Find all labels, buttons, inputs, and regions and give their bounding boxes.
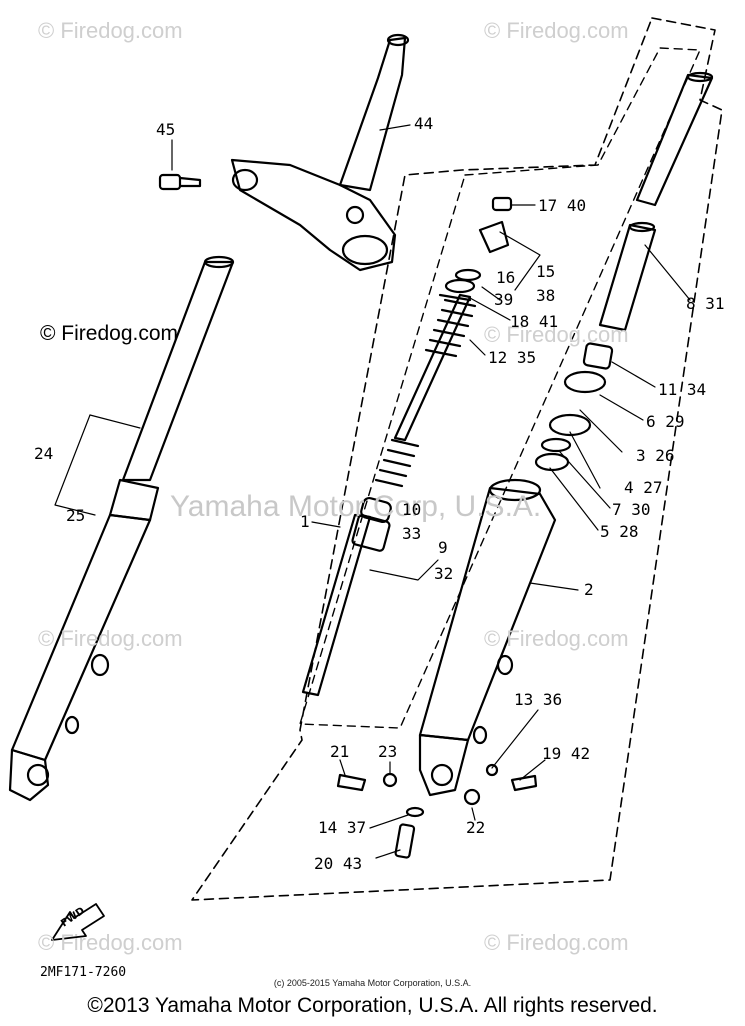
part-label: 22 [466, 818, 486, 837]
fork-leg-assembly [8, 255, 235, 802]
footer-small: (c) 2005-2015 Yamaha Motor Corporation, … [273, 978, 472, 988]
part-label: 39 [494, 290, 514, 309]
outer-tube-2 [418, 478, 557, 797]
part-label: 10 [402, 500, 422, 519]
inner-group-boundary [299, 47, 701, 729]
cap-bolt-17 [444, 196, 513, 294]
watermark: © Firedog.com [484, 18, 629, 43]
watermark: © Firedog.com [484, 626, 629, 651]
part-label: 21 [330, 742, 350, 761]
damper-rod [301, 496, 392, 697]
drawing-id: 2MF171-7260 [40, 965, 127, 980]
part-label: 44 [414, 114, 434, 133]
part-label: 24 [34, 444, 54, 463]
part-label: 25 [66, 506, 86, 525]
part-label: 38 [536, 286, 556, 305]
watermark-center: Yamaha Motor Corp, U.S.A. [170, 490, 542, 523]
assembly-boundary [191, 17, 723, 901]
watermark: © Firedog.com [484, 322, 629, 347]
watermark: © Firedog.com [484, 930, 629, 955]
part-label: 20 43 [314, 854, 363, 873]
fork-spring-upper [424, 293, 477, 358]
part-label: 7 30 [612, 500, 651, 519]
part-label: 6 29 [646, 412, 685, 431]
part-label: 13 36 [514, 690, 563, 709]
part-label: 16 [496, 268, 516, 287]
copyright: ©2013 Yamaha Motor Corporation, U.S.A. A… [87, 994, 658, 1017]
part-label: 1 [300, 512, 310, 531]
part-label: 8 31 [686, 294, 725, 313]
part-label: 19 42 [542, 744, 591, 763]
part-label: 2 [584, 580, 594, 599]
watermark: © Firedog.com [38, 626, 183, 651]
part-label: 17 40 [538, 196, 587, 215]
part-label: 4 27 [624, 478, 663, 497]
fork-spring-lower [374, 438, 420, 488]
part-label: 5 28 [600, 522, 639, 541]
watermark: © Firedog.com [38, 930, 183, 955]
part-label: 23 [378, 742, 398, 761]
fwd-arrow [51, 903, 105, 941]
watermark: © Firedog.com [38, 18, 183, 43]
bottom-hardware [336, 763, 538, 859]
part-label: 15 [536, 262, 556, 281]
part-label: 12 35 [488, 348, 537, 367]
part-label: 14 37 [318, 818, 367, 837]
part-label: 45 [156, 120, 176, 139]
steering-stem-44 [230, 33, 410, 272]
part-label: 9 [438, 538, 448, 557]
spring-spacer [393, 293, 472, 442]
leader-lines [54, 124, 691, 859]
seal-stack [534, 370, 607, 472]
inner-tube-8 [582, 71, 714, 370]
part-label: 18 41 [510, 312, 559, 331]
part-label: 3 26 [636, 446, 675, 465]
part-label: 33 [402, 524, 422, 543]
part-label: 32 [434, 564, 454, 583]
bolt-45 [158, 173, 202, 191]
part-label: 11 34 [658, 380, 707, 399]
watermark: © Firedog.com [40, 322, 179, 345]
